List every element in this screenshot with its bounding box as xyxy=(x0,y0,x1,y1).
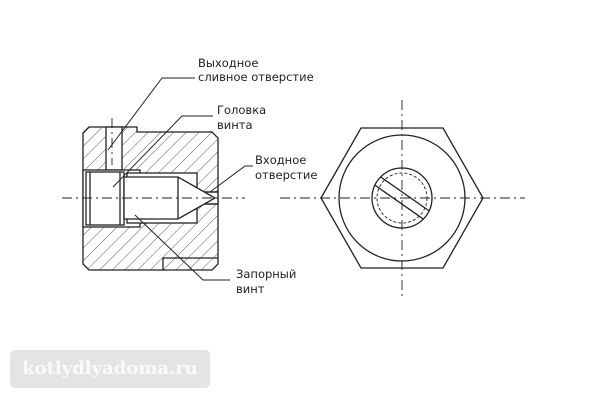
label-drain-hole-2: сливное отверстие xyxy=(198,70,314,84)
label-inlet-2: отверстие xyxy=(255,168,317,182)
screw-head-circle xyxy=(371,167,433,229)
hex-nut-view xyxy=(320,127,484,269)
leader-lines xyxy=(107,77,253,281)
label-screw-head-2: винта xyxy=(217,118,253,132)
label-inlet: Входное xyxy=(255,153,306,167)
label-drain-hole: Выходное xyxy=(198,56,258,70)
outer-circle xyxy=(338,134,466,262)
slot xyxy=(374,176,430,220)
label-locking-screw-2: винт xyxy=(236,282,265,296)
watermark: kotlydlyadoma.ru xyxy=(10,350,210,388)
drain-hole xyxy=(105,126,123,171)
label-locking-screw: Запорный xyxy=(236,267,296,281)
label-screw-head: Головка xyxy=(217,103,266,117)
